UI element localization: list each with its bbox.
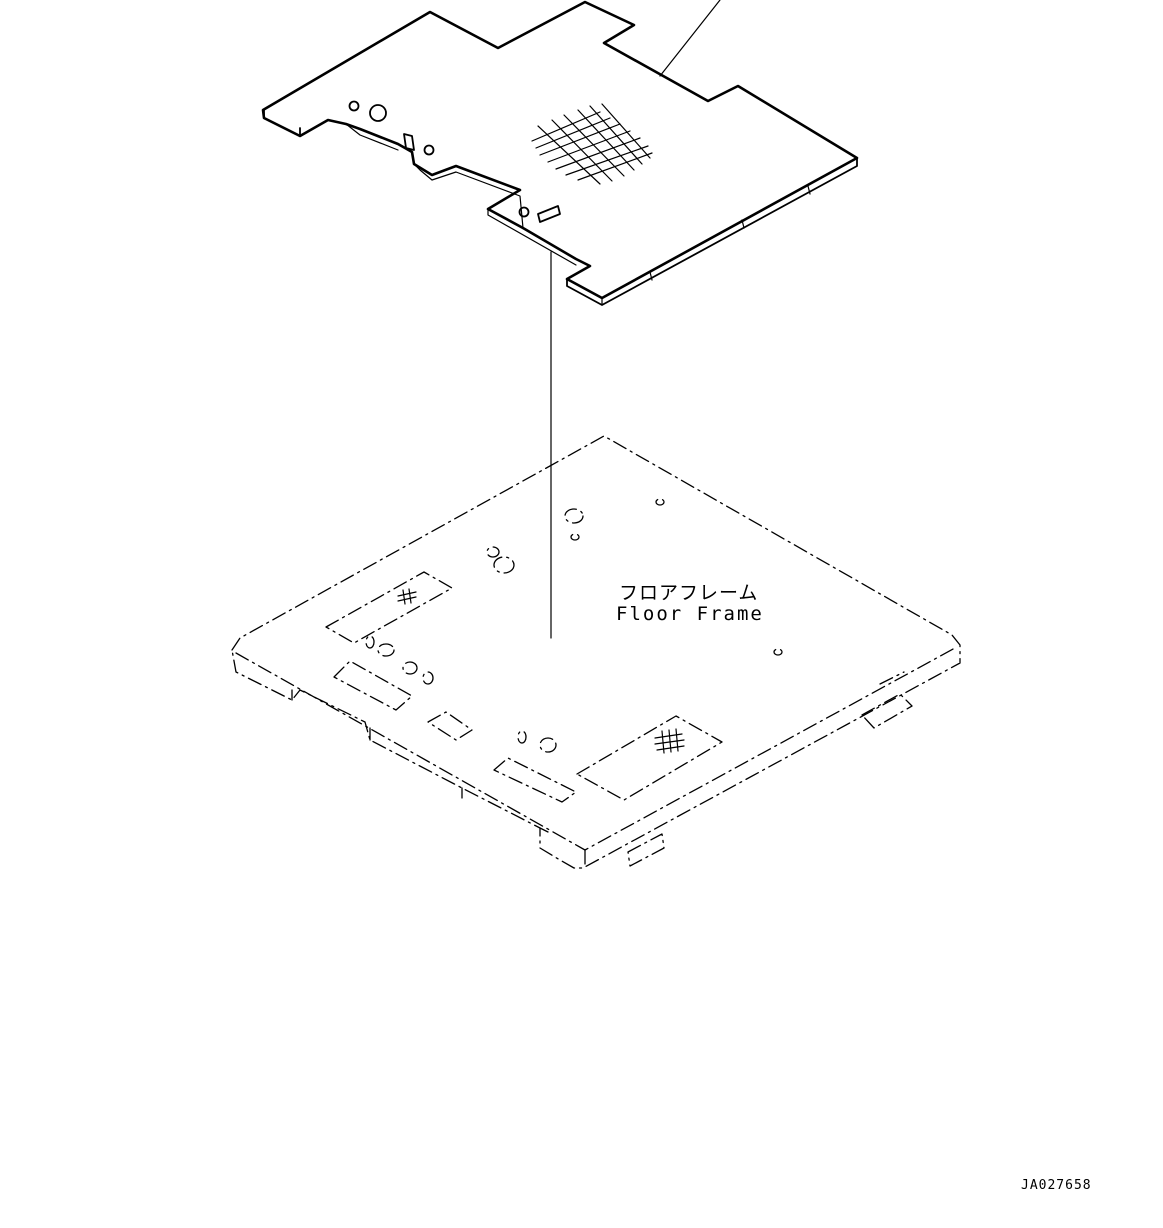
floor-mat-hole <box>423 144 435 156</box>
floor-mat <box>261 0 859 306</box>
floor-frame-outline <box>231 435 961 869</box>
floor-mat-hole <box>369 104 387 122</box>
floor-mat-hole <box>403 133 415 151</box>
floor-frame-cutout <box>333 660 413 711</box>
floor-frame-side-recess <box>627 693 913 867</box>
floor-mat-outline <box>261 0 859 300</box>
floor-mat-hole <box>537 205 561 223</box>
floor-mat-edge-lower <box>601 185 811 306</box>
floor-mat-leader <box>659 0 721 77</box>
floor-frame-cutout <box>427 711 473 741</box>
floor-mat-hole <box>348 100 360 112</box>
drawing-code: JA027658 <box>1021 1178 1092 1193</box>
floor-frame-holes <box>365 498 783 753</box>
floor-frame-edge-ticks <box>291 689 586 869</box>
floor-mat-mesh <box>531 103 653 185</box>
floor-frame-cutout <box>325 571 453 644</box>
part-label-japanese: フロアフレーム <box>619 582 759 604</box>
floor-mat-notch-edges <box>345 123 577 266</box>
floor-frame-front-edge <box>235 647 956 851</box>
floor-frame <box>231 435 961 869</box>
floor-frame-corner-recess <box>879 671 905 685</box>
floor-frame-cutout <box>493 757 577 803</box>
floor-frame-cutout <box>576 715 723 801</box>
part-label-english: Floor Frame <box>616 603 764 625</box>
floor-frame-mesh-mark <box>397 588 685 754</box>
floor-mat-hole <box>518 206 530 218</box>
